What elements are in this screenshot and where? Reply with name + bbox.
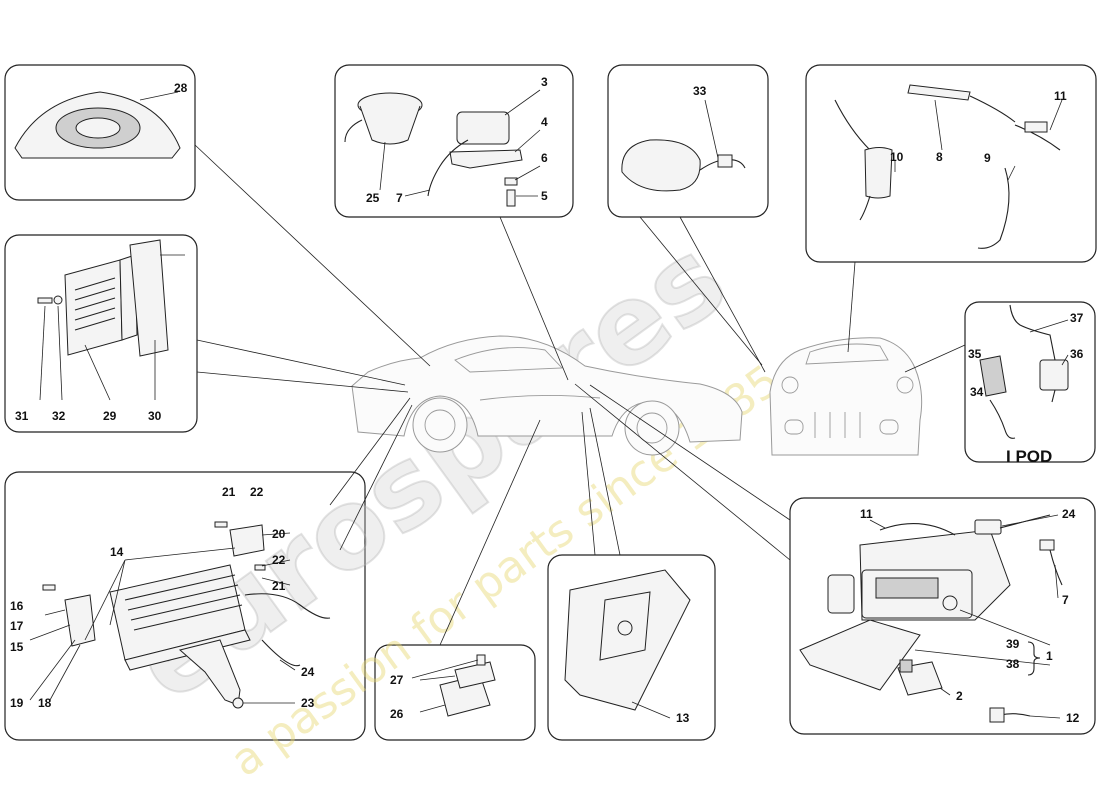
- gps-antenna: [456, 111, 510, 145]
- leader-lines: [194, 144, 966, 646]
- speaker-antenna-parts: [344, 89, 541, 207]
- label-20: 20: [272, 527, 286, 541]
- label-5: 5: [541, 189, 548, 203]
- car-rear-window: [805, 343, 889, 365]
- label-7: 7: [396, 191, 403, 205]
- antenna-bracket: [449, 149, 523, 169]
- ipod-title: I POD: [1006, 447, 1052, 466]
- washer: [53, 295, 63, 305]
- car-sideline: [479, 394, 601, 401]
- label-36: 36: [1070, 347, 1084, 361]
- mirror-part: [621, 99, 746, 192]
- car-side-view: [351, 335, 743, 456]
- control-module: [827, 574, 855, 614]
- car-rear-view: [769, 337, 923, 456]
- label-35: 35: [968, 347, 982, 361]
- label-17: 17: [10, 619, 24, 633]
- head-unit-parts: [799, 514, 1063, 723]
- car-rear-wheel: [412, 397, 468, 453]
- subwoofer-part: [14, 91, 181, 159]
- label-6: 6: [541, 151, 548, 165]
- screw: [37, 297, 53, 304]
- label-33: 33: [693, 84, 707, 98]
- label-32: 32: [52, 409, 66, 423]
- label-1: 1: [1046, 649, 1053, 663]
- amplifier-body: [64, 259, 123, 356]
- car-body: [351, 335, 743, 443]
- label-16: 16: [10, 599, 24, 613]
- label-27: 27: [390, 673, 404, 687]
- car-front-wheel: [624, 400, 680, 456]
- car-rear-body: [769, 337, 923, 456]
- label-21: 21: [222, 485, 236, 499]
- label-11: 11: [1054, 89, 1067, 103]
- label-26: 26: [390, 707, 404, 721]
- label-21b: 21: [272, 579, 286, 593]
- label-30: 30: [148, 409, 162, 423]
- label-7b: 7: [1062, 593, 1069, 607]
- label-37: 37: [1070, 311, 1084, 325]
- panel-mirror: [607, 64, 769, 218]
- label-22b: 22: [272, 553, 286, 567]
- side-bracket: [64, 594, 96, 647]
- label-29: 29: [103, 409, 117, 423]
- washer: [504, 177, 518, 186]
- amplifier-parts: [37, 239, 185, 401]
- label-3: 3: [541, 75, 548, 89]
- label-15: 15: [10, 640, 24, 654]
- car-window: [454, 347, 564, 373]
- label-39: 39: [1006, 637, 1020, 651]
- antenna-amplifier: [907, 84, 971, 101]
- label-34: 34: [970, 385, 984, 399]
- cable-filter: [864, 147, 893, 199]
- label-9: 9: [984, 151, 991, 165]
- module-screw: [476, 654, 486, 666]
- label-22: 22: [250, 485, 264, 499]
- label-13: 13: [676, 711, 690, 725]
- label-24: 24: [301, 665, 315, 679]
- head-unit-knob: [942, 595, 958, 611]
- bolt: [506, 189, 516, 207]
- small-module-parts: [411, 654, 496, 717]
- label-31: 31: [15, 409, 29, 423]
- label-11b: 11: [860, 507, 873, 521]
- antenna-cable-parts: [834, 84, 1063, 249]
- ipod-interface: [1039, 359, 1069, 391]
- label-23: 23: [301, 696, 315, 710]
- panel-ipod: [964, 301, 1096, 463]
- ipod-pad: [979, 355, 1007, 397]
- unit-bracket: [229, 524, 265, 557]
- amplifier-bracket: [129, 239, 169, 357]
- label-24b: 24: [1062, 507, 1076, 521]
- label-8: 8: [936, 150, 943, 164]
- label-12: 12: [1066, 711, 1080, 725]
- code-card: [899, 659, 913, 673]
- label-14: 14: [110, 545, 124, 559]
- part-number-labels: 28 3 4 6 5 25 7 33 11 10 8 9 31 32 29 30…: [10, 75, 1084, 725]
- amplifier-unit-parts: [29, 521, 331, 709]
- label-38: 38: [1006, 657, 1020, 671]
- label-25: 25: [366, 191, 380, 205]
- panel-antenna-cables: [805, 64, 1097, 263]
- label-2: 2: [956, 689, 963, 703]
- bracket-part: [564, 569, 691, 719]
- label-4: 4: [541, 115, 548, 129]
- label-10: 10: [890, 150, 904, 164]
- label-28: 28: [174, 81, 188, 95]
- ipod-parts: [979, 304, 1069, 439]
- label-19: 19: [10, 696, 24, 710]
- door-mirror: [621, 139, 701, 192]
- label-18: 18: [38, 696, 52, 710]
- connector: [974, 519, 1002, 535]
- head-unit-display: [875, 577, 939, 599]
